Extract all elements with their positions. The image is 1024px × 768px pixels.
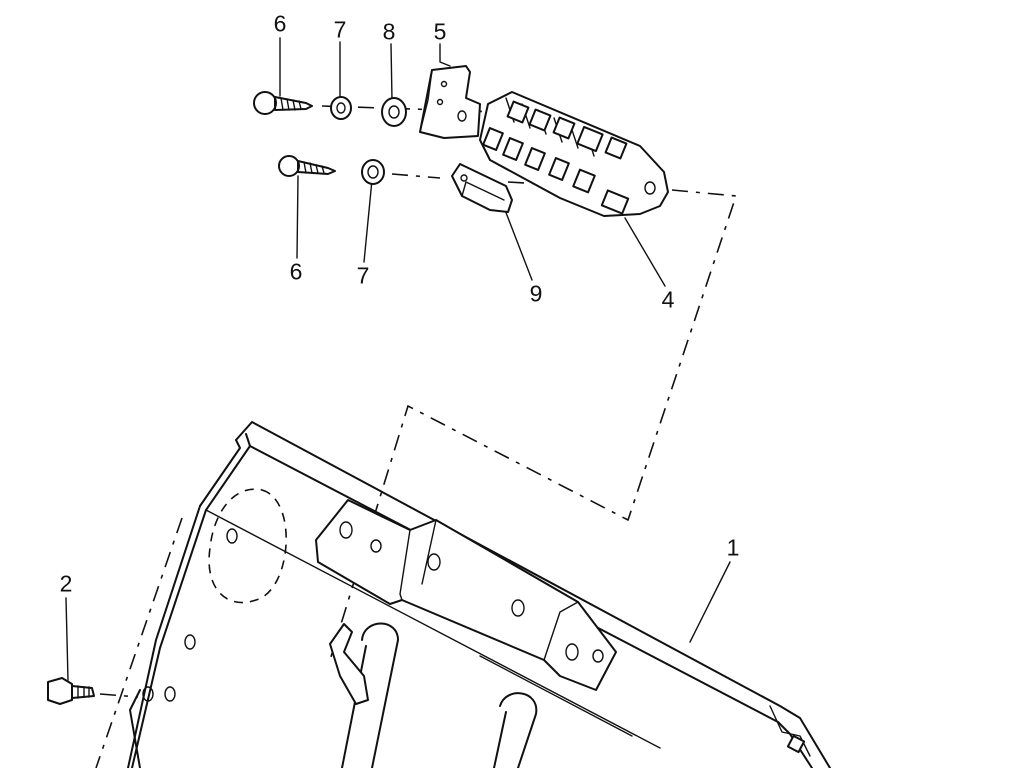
mounting-panel-1	[127, 421, 831, 768]
callout-6-bottom: 6	[289, 258, 303, 285]
callout-8: 8	[382, 18, 396, 45]
callout-7-bottom: 7	[356, 262, 370, 289]
callout-7-top: 7	[333, 16, 347, 43]
spacer-8	[381, 97, 407, 127]
clip-9	[451, 163, 513, 213]
callout-6-top: 6	[273, 10, 287, 37]
screw-6-bottom	[278, 155, 336, 177]
callout-1: 1	[726, 534, 740, 561]
bolt-2	[47, 677, 95, 705]
callout-2: 2	[59, 570, 73, 597]
bracket-5	[419, 65, 481, 139]
screw-6-top	[253, 91, 313, 115]
callout-9: 9	[529, 280, 543, 307]
fuse-block-4	[457, 91, 669, 217]
washer-7-top	[330, 96, 352, 120]
washer-7-bottom	[361, 159, 385, 185]
leader-lines	[65, 37, 731, 681]
callout-4: 4	[661, 286, 675, 313]
callout-5: 5	[433, 18, 447, 45]
